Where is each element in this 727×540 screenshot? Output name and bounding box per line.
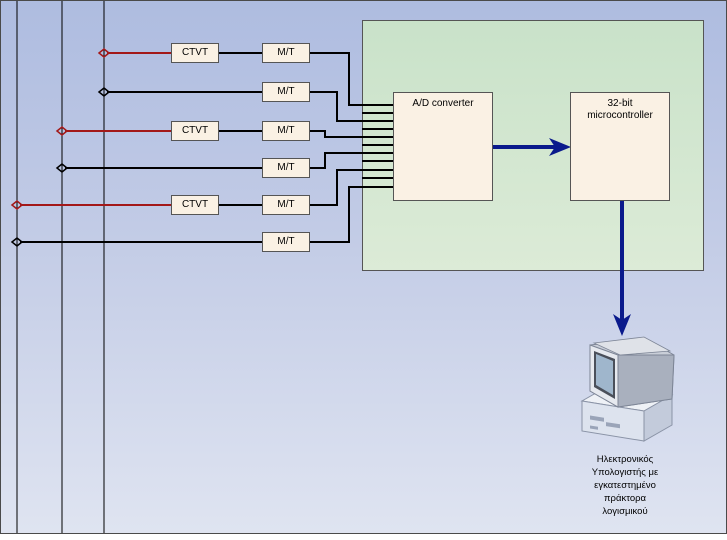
adc-input-4	[310, 152, 393, 169]
adc-input-6	[310, 186, 393, 243]
tap-connector-signal-2	[55, 163, 69, 173]
adc-input-2	[310, 91, 393, 122]
adc-input-5	[310, 169, 393, 206]
mt-box: M/T	[262, 232, 310, 252]
ctvt-box: CTVT	[171, 195, 219, 215]
computer-caption: Ηλεκτρονικός Υπολογιστής με εγκατεστημέν…	[569, 453, 681, 518]
mt-box: M/T	[262, 82, 310, 102]
ad-converter-label: A/D converter	[412, 98, 474, 109]
computer-caption-line: πράκτορα	[604, 493, 646, 504]
ctvt-box: CTVT	[171, 121, 219, 141]
adc-to-mcu-arrow	[493, 138, 571, 156]
ctvt-box: CTVT	[171, 43, 219, 63]
mt-box: M/T	[262, 43, 310, 63]
adc-input-1	[310, 52, 393, 106]
computer-caption-line: εγκατεστημένο	[594, 480, 656, 491]
tap-connector-power-3	[10, 200, 24, 210]
adc-input-3	[310, 130, 393, 138]
mcu-to-computer-arrow	[613, 201, 631, 336]
computer-caption-line: Ηλεκτρονικός	[596, 454, 654, 465]
tap-connector-power-2	[55, 126, 69, 136]
microcontroller-block: 32-bit microcontroller	[570, 92, 670, 201]
personal-computer-icon	[580, 336, 675, 442]
tap-connector-signal-1	[97, 87, 111, 97]
tap-connector-power-1	[97, 48, 111, 58]
mt-box: M/T	[262, 121, 310, 141]
microcontroller-label-line2: microcontroller	[587, 110, 653, 121]
mt-box: M/T	[262, 158, 310, 178]
computer-caption-line: Υπολογιστής με	[591, 467, 659, 478]
mt-box: M/T	[262, 195, 310, 215]
computer-caption-line: λογισμικού	[602, 506, 648, 517]
tap-connector-signal-3	[10, 237, 24, 247]
microcontroller-label-line1: 32-bit	[607, 98, 633, 109]
ad-converter-block: A/D converter	[393, 92, 493, 201]
